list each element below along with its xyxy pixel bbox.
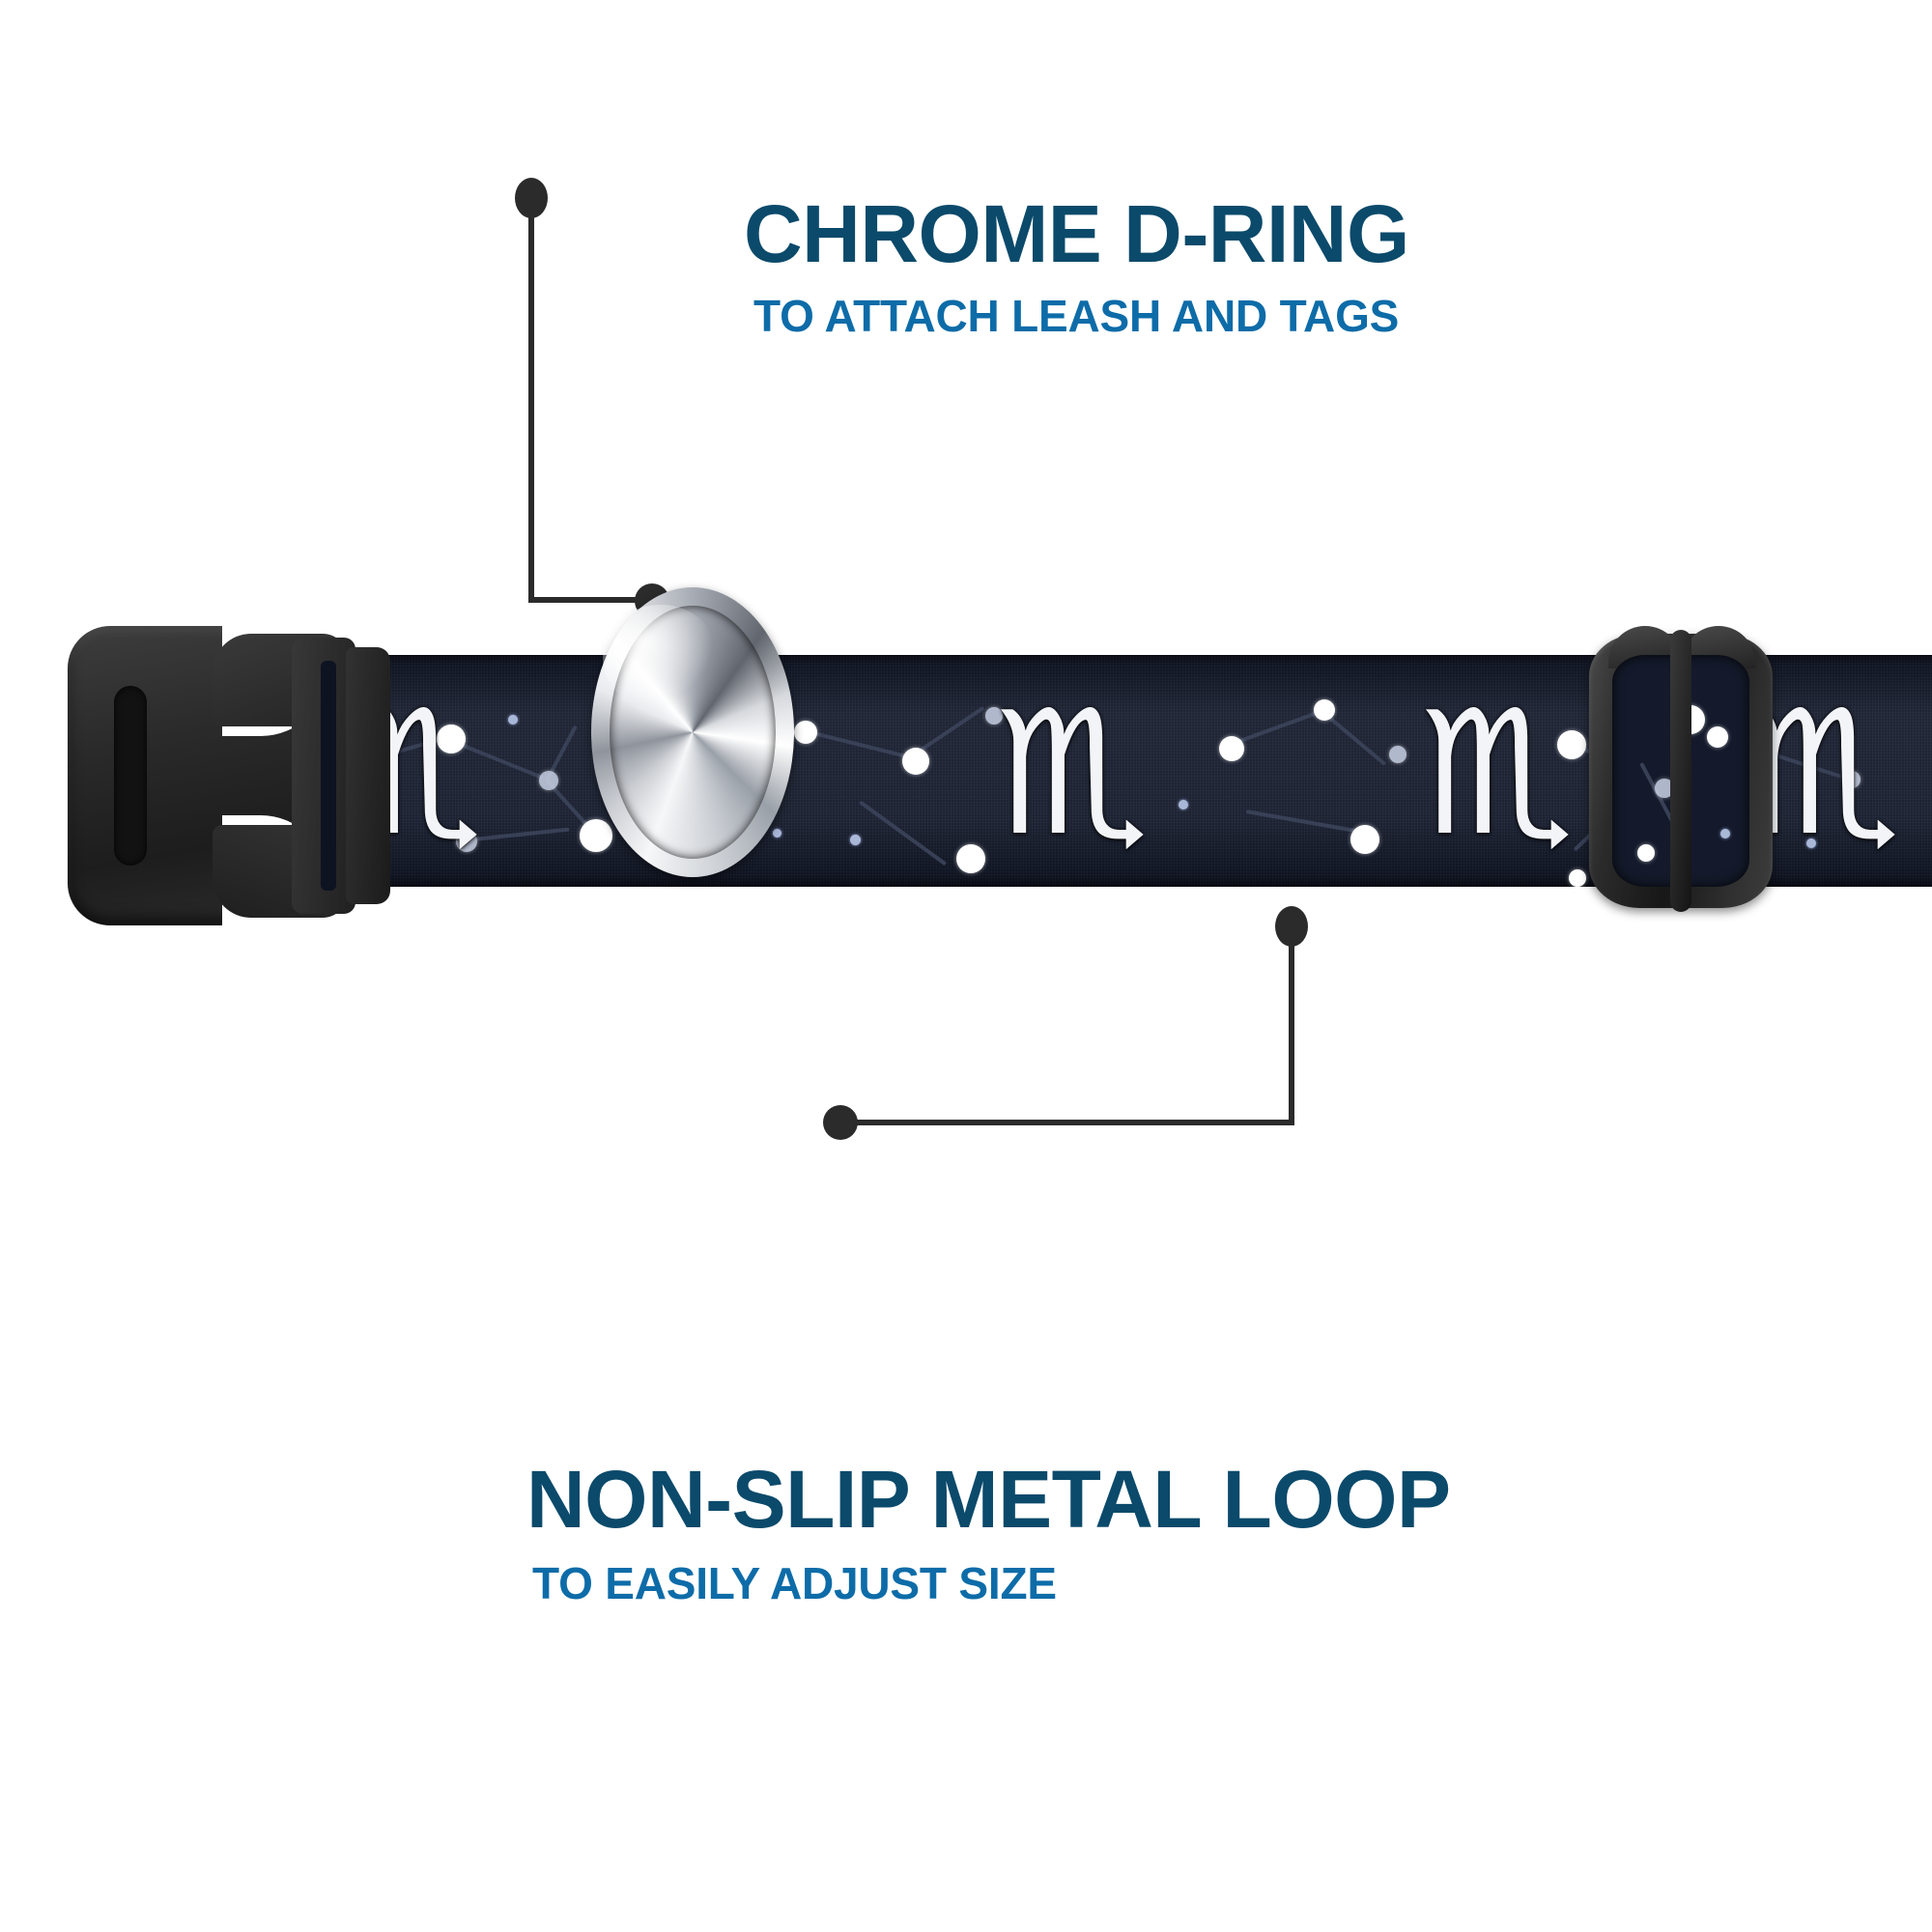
leader-dot-loop-label [823, 1105, 858, 1140]
zodiac-glyph-scorpio: ♏ [995, 673, 1150, 873]
buckle-gap [321, 661, 336, 891]
metal-loop-center-bar [1670, 630, 1691, 912]
leader-line-d-ring-vertical [528, 205, 534, 603]
leader-line-loop-horizontal [840, 1120, 1294, 1125]
leader-line-loop-vertical [1289, 927, 1294, 1125]
callout-subline-d-ring: TO ATTACH LEASH AND TAGS [753, 291, 1400, 341]
dog-collar-product: ♏ ♏ ♏ ♏ ♏ [0, 605, 1932, 935]
chrome-d-ring [591, 587, 804, 887]
collar-webbing: ♏ ♏ ♏ ♏ [319, 655, 1748, 887]
d-ring-inner-shadow [610, 606, 776, 859]
callout-headline-d-ring: CHROME D-RING [744, 188, 1409, 279]
callout-subline-loop: TO EASILY ADJUST SIZE [532, 1558, 1057, 1608]
buckle-webbing-slot [114, 686, 147, 866]
callout-headline-loop: NON-SLIP METAL LOOP [526, 1454, 1451, 1545]
callout-chrome-d-ring: CHROME D-RING TO ATTACH LEASH AND TAGS [744, 193, 1409, 338]
leader-line-d-ring-horizontal [528, 597, 664, 603]
non-slip-metal-loop [1589, 626, 1773, 916]
buckle-tip [346, 647, 390, 904]
zodiac-glyph-scorpio: ♏ [1420, 673, 1575, 873]
callout-non-slip-metal-loop: NON-SLIP METAL LOOP TO EASILY ADJUST SIZ… [526, 1459, 1451, 1605]
side-release-buckle [68, 620, 425, 935]
